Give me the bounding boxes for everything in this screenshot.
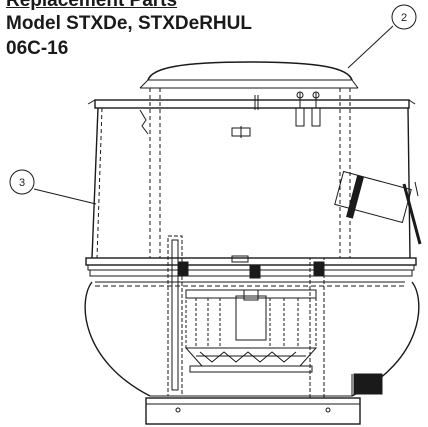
model-label: Model STXDe, STXDeRHUL xyxy=(6,13,252,34)
callout-2-leader xyxy=(347,25,394,69)
callout-3-bubble: 3 xyxy=(9,169,35,195)
header-title: Replacement Parts xyxy=(6,0,178,11)
top-cap xyxy=(139,61,359,89)
damper-assembly xyxy=(334,170,422,245)
windband xyxy=(87,88,416,259)
callout-2-bubble: 2 xyxy=(391,4,417,30)
motor-frame xyxy=(167,235,325,399)
callout-3-label: 3 xyxy=(19,177,25,189)
size-label: 06C-16 xyxy=(6,38,69,59)
callout-2-label: 2 xyxy=(401,12,407,24)
callout-3-leader xyxy=(33,188,97,205)
base-curb xyxy=(145,373,383,425)
